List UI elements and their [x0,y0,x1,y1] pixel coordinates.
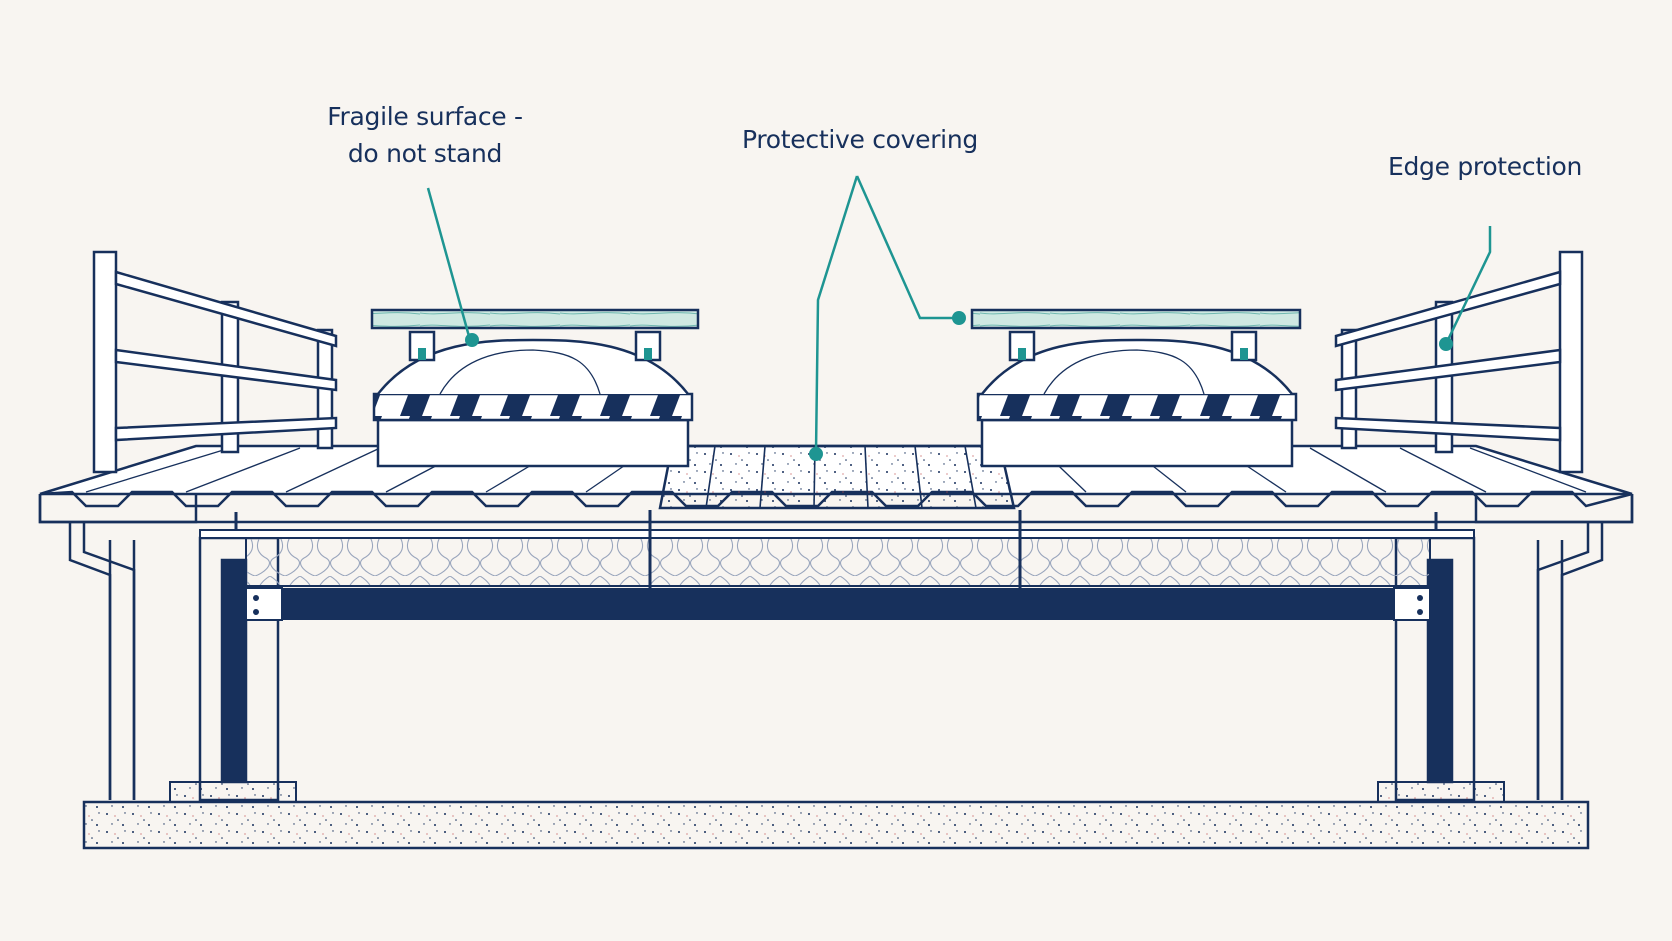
callout-dots [465,311,1453,461]
gutter-left [38,494,198,800]
skylight-left [372,330,694,468]
skylight-right [976,330,1298,468]
fragile-surface-label-line1: Fragile surface - [327,102,523,131]
board-right [970,308,1302,330]
edge-protection-label: Edge protection [1387,152,1583,181]
fragile-surface-label: Fragile surface - do not stand [300,98,550,172]
gutter-right [1474,494,1634,800]
protective-covering-label: Protective covering [742,125,978,154]
board-left [370,308,700,330]
fragile-surface-label-line2: do not stand [347,139,503,168]
protective-covering-strip [658,444,1016,510]
ground-slab [82,800,1590,850]
guardrail-left [92,250,338,474]
callout-leaders [426,175,1492,453]
guardrail-right [1334,250,1584,474]
steel-beam [246,588,1430,620]
insulation-layer [245,537,1431,587]
